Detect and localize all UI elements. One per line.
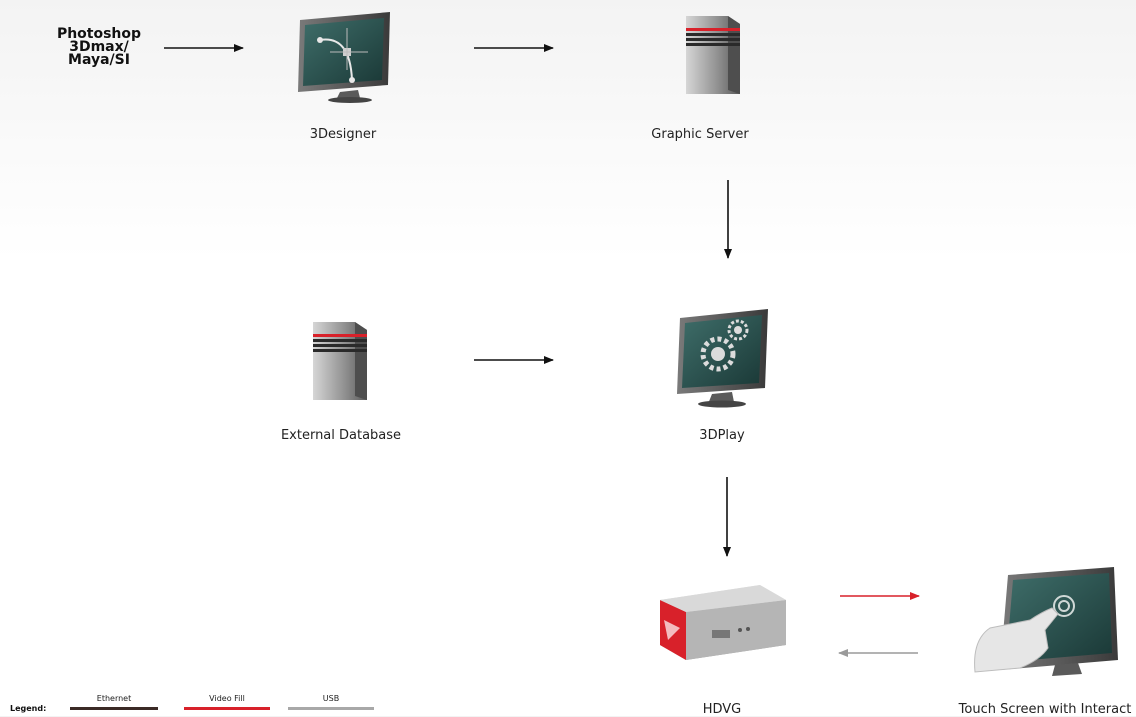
legend-label-ethernet: Ethernet	[96, 694, 132, 703]
node-label-external-database: External Database	[280, 428, 402, 443]
legend-item-ethernet: Ethernet	[70, 694, 158, 710]
legend-swatch-ethernet	[70, 707, 158, 710]
source-line-photoshop: Photoshop	[56, 26, 142, 42]
legend-item-usb: USB	[288, 694, 374, 710]
legend-label-video-fill: Video Fill	[209, 694, 245, 703]
monitor-3dplay-icon	[677, 309, 768, 408]
source-line-3dmax: 3Dmax/	[69, 39, 129, 55]
graphic-server-tower-icon	[686, 16, 740, 94]
source-line-maya: Maya/SI	[68, 52, 130, 68]
legend-swatch-usb	[288, 707, 374, 710]
node-label-3dplay: 3DPlay	[699, 428, 745, 443]
source-applications-label: Photoshop 3Dmax/ Maya/SI	[44, 26, 154, 68]
monitor-3designer-icon	[298, 12, 390, 103]
hdvg-device-icon	[660, 585, 786, 660]
legend-swatch-video-fill	[184, 707, 270, 710]
external-database-tower-icon	[313, 322, 367, 400]
node-label-3designer: 3Designer	[309, 127, 377, 142]
node-label-touch-screen: Touch Screen with Interact	[958, 702, 1132, 717]
legend-title: Legend:	[10, 704, 47, 713]
touch-screen-monitor-icon	[974, 567, 1118, 676]
legend-label-usb: USB	[322, 694, 340, 703]
node-label-graphic-server: Graphic Server	[651, 127, 749, 142]
legend-item-video-fill: Video Fill	[184, 694, 270, 710]
node-label-hdvg: HDVG	[702, 702, 742, 717]
